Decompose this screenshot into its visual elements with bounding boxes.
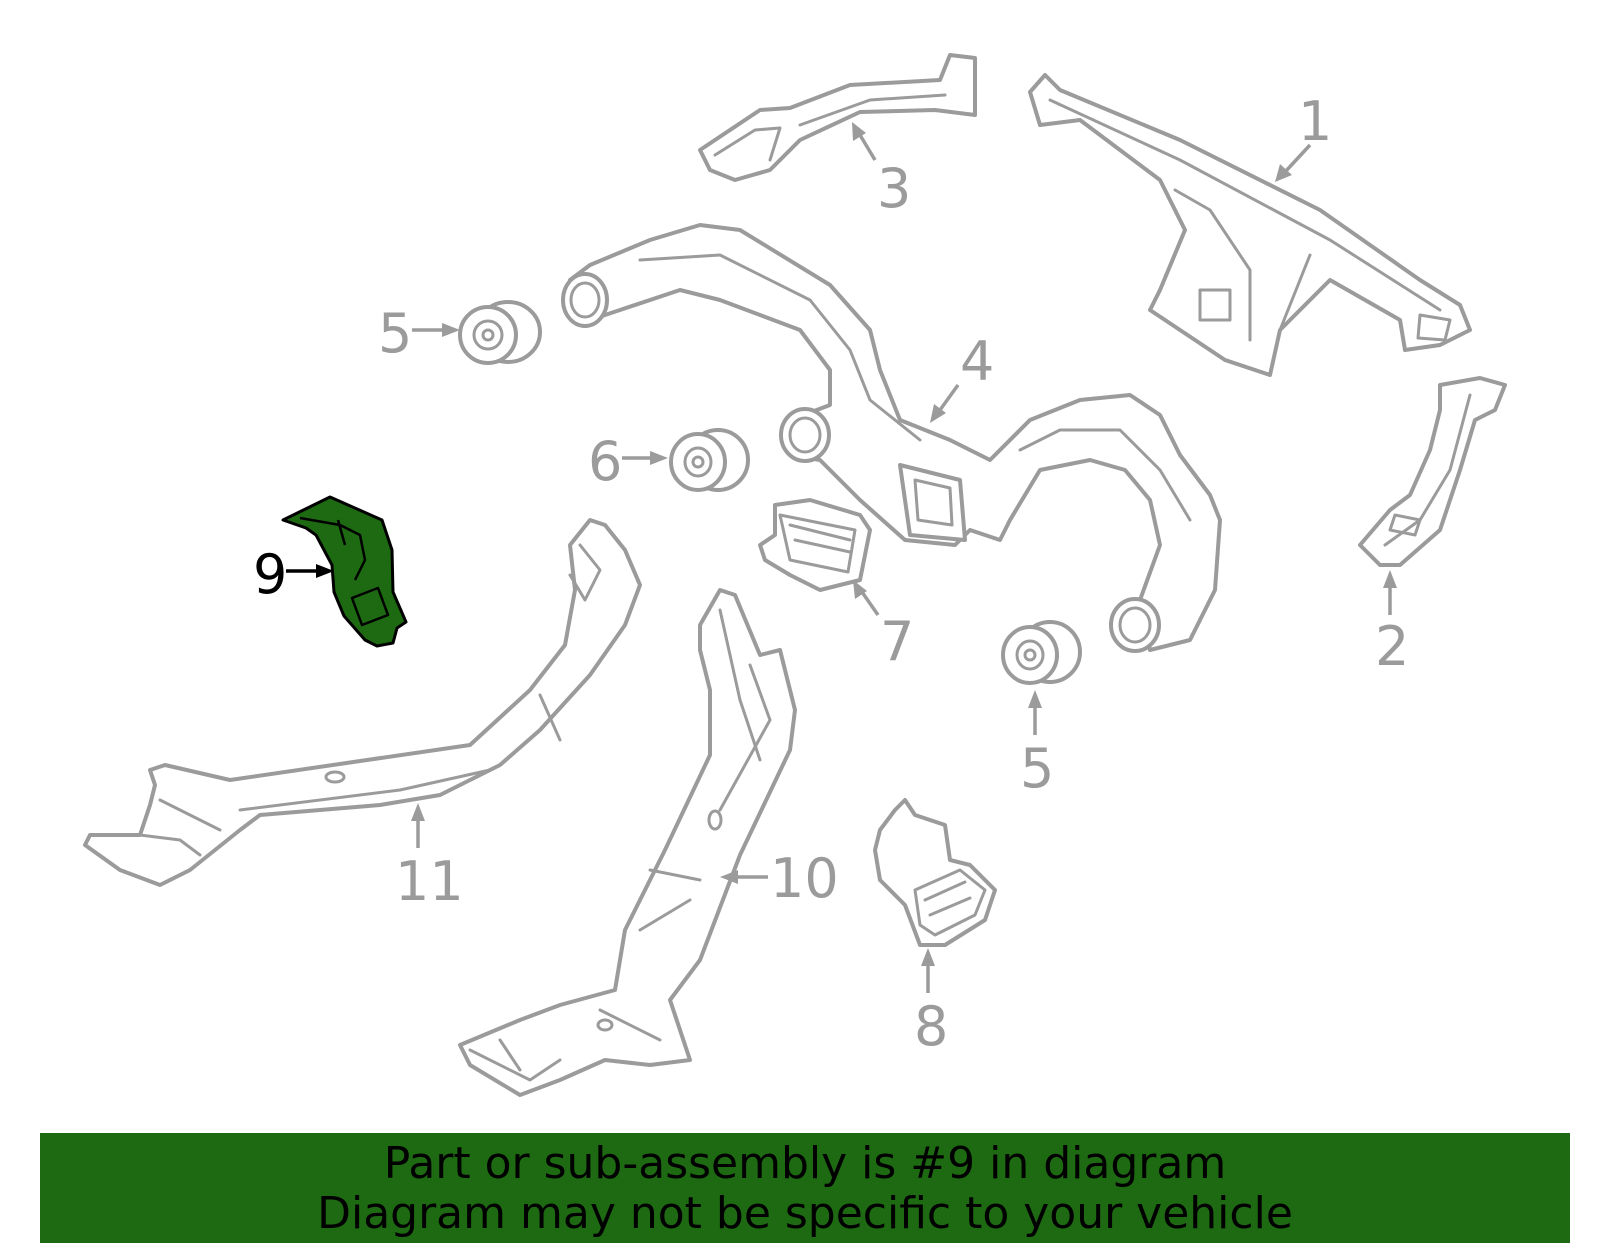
part-2-duct [1358,376,1507,567]
info-banner: Part or sub-assembly is #9 in diagram Di… [40,1133,1570,1243]
callout-label-1: 1 [1298,90,1332,153]
callout-label-11: 11 [395,850,464,913]
part-10-duct [458,588,797,1097]
callout-label-3: 3 [877,157,911,220]
callout-label-10: 10 [770,847,839,910]
part-7-vent [758,498,872,592]
part-11-duct [83,518,642,887]
callout-label-4: 4 [960,330,994,393]
callout-label-5-lower: 5 [1020,737,1054,800]
callout-arrows [286,122,1397,993]
callout-label-9-selected[interactable]: 9 [253,543,287,606]
callout-label-6: 6 [588,430,622,493]
part-8-vent [873,798,997,947]
part-3-duct [698,53,977,182]
part-4-duct [561,223,1222,653]
callout-label-7: 7 [880,610,914,673]
banner-line-2: Diagram may not be specific to your vehi… [317,1188,1293,1239]
callout-label-5-upper: 5 [378,302,412,365]
part-9-duct-highlighted[interactable] [281,495,408,648]
callout-label-8: 8 [914,995,948,1058]
banner-line-1: Part or sub-assembly is #9 in diagram [383,1138,1227,1189]
part-5-grommet-upper [458,300,542,365]
part-5-grommet-lower [1001,620,1082,685]
part-6-grommet [669,428,750,492]
part-1-duct [1028,73,1472,377]
callout-label-2: 2 [1375,615,1409,678]
callout-labels: 1 2 3 4 5 5 6 7 8 9 10 11 [253,90,1409,1058]
